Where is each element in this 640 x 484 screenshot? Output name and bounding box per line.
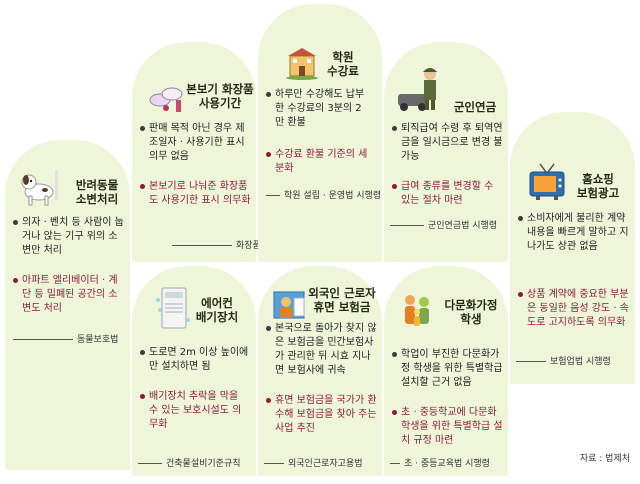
card-foreign-worker-insurance: 외국인 근로자 휴면 보험금 본국으로 돌아가 찾지 않은 보험금을 민간보험사… bbox=[258, 266, 382, 476]
card-title: 본보기 화장품 사용기간 bbox=[186, 82, 254, 110]
card-title: 외국인 근로자 휴면 보험금 bbox=[308, 286, 376, 314]
air-conditioner-icon bbox=[156, 286, 192, 332]
school-icon bbox=[282, 44, 322, 80]
law-name: 건축물설비기준규칙 bbox=[138, 458, 241, 470]
soldier-icon bbox=[396, 62, 446, 112]
current-rule: 본국으로 돌아가 찾지 않은 보험금을 민간보험사가 관리한 뒤 시효 지나면 … bbox=[266, 322, 378, 378]
law-label: 건축물설비기준규칙 bbox=[166, 459, 241, 469]
new-rule: 초 · 중등학교에 다문화 학생을 위한 특별학급 설치 규정 마련 bbox=[392, 406, 504, 448]
current-rule: 판매 목적 아닌 경우 제조일자 · 사용기한 표시 의무 없음 bbox=[140, 122, 252, 164]
card-title: 에어컨 배기장치 bbox=[195, 296, 239, 324]
law-label: 보험업법 시행령 bbox=[550, 357, 611, 367]
law-label: 학원 설립 · 운영법 시행령 bbox=[284, 191, 382, 201]
current-rule: 퇴직급여 수령 후 퇴역연금을 일시금으로 변경 불가능 bbox=[392, 122, 504, 164]
law-label: 초 · 중등교육법 시행령 bbox=[404, 459, 490, 469]
worker-icon bbox=[272, 288, 308, 324]
card-military-pension: 군인연금 퇴직급여 수령 후 퇴역연금을 일시금으로 변경 불가능 급여 종류를… bbox=[384, 42, 508, 262]
card-homeshopping-ad: 홈쇼핑 보험광고 소비자에게 불리한 계약 내용을 빠르게 말하고 지나가도 상… bbox=[510, 112, 635, 384]
new-rule: 본보기로 나눠준 화장품도 사용기한 표시 의무화 bbox=[140, 180, 252, 208]
card-title: 학원 수강료 bbox=[327, 50, 359, 78]
law-name: 보험업법 시행령 bbox=[516, 356, 611, 368]
law-name: 군인연금법 시행령 bbox=[390, 220, 497, 232]
law-label: 동물보호법 bbox=[77, 335, 119, 345]
law-label: 화장품법 bbox=[236, 241, 270, 251]
current-rule: 학업이 부진한 다문화가정 학생을 위한 특별학급 설치할 근거 없음 bbox=[392, 348, 504, 390]
new-rule: 아파트 엘리베이터 · 계단 등 밀폐된 공간의 소변도 처리 bbox=[13, 274, 125, 316]
card-title: 홈쇼핑 보험광고 bbox=[576, 172, 620, 200]
card-academy-fee: 학원 수강료 하루만 수강해도 납부한 수강료의 3분의 2만 환불 수강료 환… bbox=[258, 4, 382, 262]
card-title: 반려동물 소변처리 bbox=[75, 178, 119, 206]
current-rule: 하루만 수강해도 납부한 수강료의 3분의 2만 환불 bbox=[266, 88, 370, 130]
cosmetics-icon bbox=[146, 80, 188, 116]
new-rule: 상품 계약에 중요한 부분은 동일한 음성 강도 · 속도로 고지하도록 의무화 bbox=[518, 288, 630, 330]
new-rule: 수강료 환불 기준의 세분화 bbox=[266, 148, 370, 176]
card-title: 군인연금 bbox=[453, 100, 497, 114]
tv-icon bbox=[526, 162, 568, 202]
law-name: 외국인근로자고용법 bbox=[264, 458, 363, 470]
current-rule: 의자 · 벤치 등 사람이 눕거나 앉는 기구 위의 소변만 처리 bbox=[13, 216, 125, 258]
family-icon bbox=[400, 292, 436, 328]
card-multicultural-students: 다문화가정 학생 학업이 부진한 다문화가정 학생을 위한 특별학급 설치할 근… bbox=[384, 266, 508, 476]
law-name: 화장품법 bbox=[172, 240, 269, 252]
law-name: 학원 설립 · 운영법 시행령 bbox=[266, 190, 381, 202]
law-name: 초 · 중등교육법 시행령 bbox=[390, 458, 490, 470]
new-rule: 배기장치 추락을 막을 수 있는 보호시설도 의무화 bbox=[140, 390, 250, 432]
law-name: 동물보호법 bbox=[13, 334, 118, 346]
current-rule: 소비자에게 불리한 계약 내용을 빠르게 말하고 지나가도 상관 없음 bbox=[518, 212, 630, 254]
law-label: 외국인근로자고용법 bbox=[288, 459, 363, 469]
source-credit: 자료 : 법제처 bbox=[579, 454, 630, 464]
new-rule: 급여 종류를 변경할 수 있는 절차 마련 bbox=[392, 180, 504, 208]
card-title: 다문화가정 학생 bbox=[444, 298, 498, 326]
current-rule: 도로면 2m 이상 높이에만 설치하면 됨 bbox=[140, 346, 250, 374]
card-pet-urine: 반려동물 소변처리 의자 · 벤치 등 사람이 눕거나 앉는 기구 위의 소변만… bbox=[5, 140, 130, 470]
card-aircon-exhaust: 에어컨 배기장치 도로면 2m 이상 높이에만 설치하면 됨 배기장치 추락을 … bbox=[132, 266, 256, 476]
law-label: 군인연금법 시행령 bbox=[428, 221, 498, 231]
dog-icon bbox=[17, 168, 67, 208]
new-rule: 휴면 보험금을 국가가 환수해 보험금을 찾아 주는 사업 추진 bbox=[266, 394, 378, 436]
card-cosmetic-expiry: 본보기 화장품 사용기간 판매 목적 아닌 경우 제조일자 · 사용기한 표시 … bbox=[132, 42, 269, 262]
